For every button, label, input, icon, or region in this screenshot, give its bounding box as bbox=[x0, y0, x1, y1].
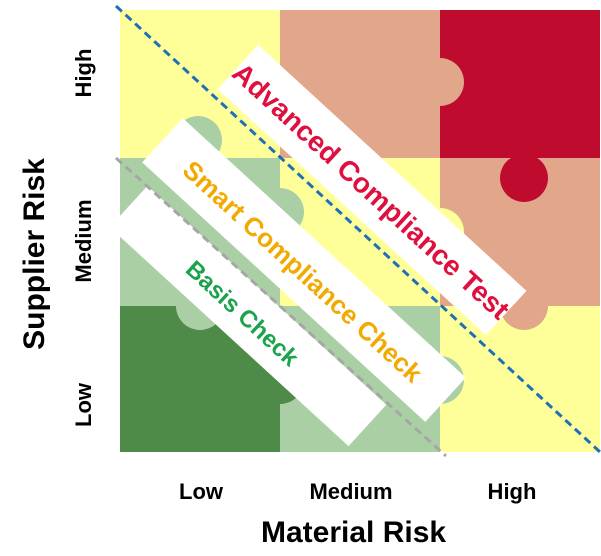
basis-divider-line bbox=[114, 156, 448, 458]
puzzle-knob bbox=[500, 154, 548, 202]
y-axis-title: Supplier Risk bbox=[18, 158, 51, 350]
puzzle-knob bbox=[416, 58, 464, 106]
y-tick-medium: Medium bbox=[71, 199, 96, 283]
band-advanced bbox=[217, 44, 527, 336]
x-tick-medium: Medium bbox=[309, 479, 393, 504]
x-tick-high: High bbox=[487, 479, 537, 504]
cell-high-high bbox=[440, 10, 600, 158]
y-tick-high: High bbox=[71, 48, 96, 98]
y-tick-low: Low bbox=[71, 383, 96, 427]
band-basis bbox=[109, 185, 387, 447]
band-smart bbox=[142, 118, 466, 422]
advanced-divider-line bbox=[114, 4, 601, 454]
x-tick-low: Low bbox=[179, 479, 223, 504]
x-axis-title: Material Risk bbox=[261, 516, 447, 549]
